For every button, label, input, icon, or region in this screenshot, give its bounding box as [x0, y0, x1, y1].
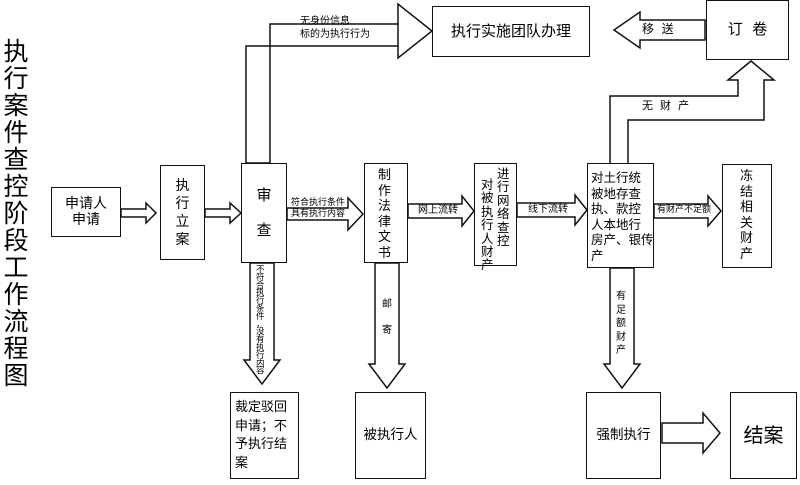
- legal-docs-box: 制 作 法 律 文 书: [364, 163, 408, 263]
- enforce-box: 强制执行: [586, 392, 661, 479]
- applicant-label: 申请人 申请: [65, 195, 107, 228]
- arrow-offline-to-archive: [609, 60, 777, 165]
- arrow-review-to-team: [245, 2, 434, 164]
- arrow-review-to-reject: [242, 262, 282, 386]
- archive-label: 订 卷: [727, 20, 768, 39]
- archive-box: 订 卷: [706, 0, 789, 60]
- arrow-filing-to-review: [204, 201, 243, 225]
- arrow-legaldocs-to-online: [407, 193, 475, 229]
- transfer-label: 移 送: [642, 22, 674, 36]
- filing-label: 执 行 立 案: [175, 177, 190, 248]
- not-meet-label: 不 符 合 执 行 条 件 ， 没 有 执 行 内 容: [256, 265, 265, 377]
- close-box: 结案: [730, 392, 797, 479]
- no-identity-label: 无身份信息 标的为执行行为: [300, 16, 370, 40]
- enforce-label: 强制执行: [596, 426, 651, 443]
- page-title: 执行案件查控阶段工作流程图: [3, 37, 29, 390]
- applicant-box: 申请人 申请: [51, 187, 121, 237]
- close-label: 结案: [743, 423, 784, 447]
- reject-label: 裁定驳回 申请；不 予执行结 案: [235, 400, 288, 471]
- filing-box: 执 行 立 案: [160, 165, 205, 260]
- arrow-offline-to-freeze: [653, 193, 722, 229]
- online-check-box: 对 被 执 行 人 财 产 进 行 网 络 查 控: [474, 163, 517, 272]
- respondent-box: 被执行人: [355, 392, 426, 479]
- arrow-applicant-to-filing: [120, 201, 158, 225]
- sufficient-label: 有 足 额 财 产: [616, 291, 626, 356]
- meets-conditions-label: 符合执行条件 具有执行内容: [291, 198, 346, 219]
- insufficient-label: 有财产不足额: [657, 205, 712, 215]
- offline-check-label: 对土行统 被地存查 执、款控 人本地行 房产、银传 产: [591, 170, 654, 263]
- reject-box: 裁定驳回 申请；不 予执行结 案: [230, 392, 299, 479]
- legal-docs-label: 制 作 法 律 文 书: [378, 168, 392, 261]
- arrow-enforce-to-close: [661, 410, 721, 456]
- review-box: 审 查: [241, 163, 287, 263]
- freeze-label: 冻 结 相 关 财 产: [740, 169, 754, 262]
- team-box: 执行实施团队办理: [432, 6, 590, 57]
- arrow-offline-to-enforce: [602, 267, 642, 390]
- team-label: 执行实施团队办理: [450, 21, 571, 40]
- arrow-legaldocs-to-respondent: [367, 262, 407, 390]
- online-check-label-1: 对 被 执 行 人 财 产: [481, 177, 494, 273]
- offline-transfer-label: 线下流转: [528, 204, 568, 215]
- arrow-review-to-legaldocs: [286, 196, 365, 232]
- mail-label: 邮 寄: [382, 299, 392, 336]
- offline-check-box: 对土行统 被地存查 执、款控 人本地行 房产、银传 产: [587, 163, 654, 268]
- freeze-box: 冻 结 相 关 财 产: [722, 164, 772, 268]
- arrow-archive-to-team: [612, 10, 706, 50]
- arrow-online-to-offline: [516, 192, 588, 228]
- online-transfer-label: 网上流转: [418, 205, 458, 216]
- no-property-label: 无 财 产: [642, 99, 689, 112]
- review-label: 审 查: [256, 186, 272, 239]
- online-check-label-2: 进 行 网 络 查 控: [497, 166, 510, 249]
- respondent-label: 被执行人: [363, 426, 418, 443]
